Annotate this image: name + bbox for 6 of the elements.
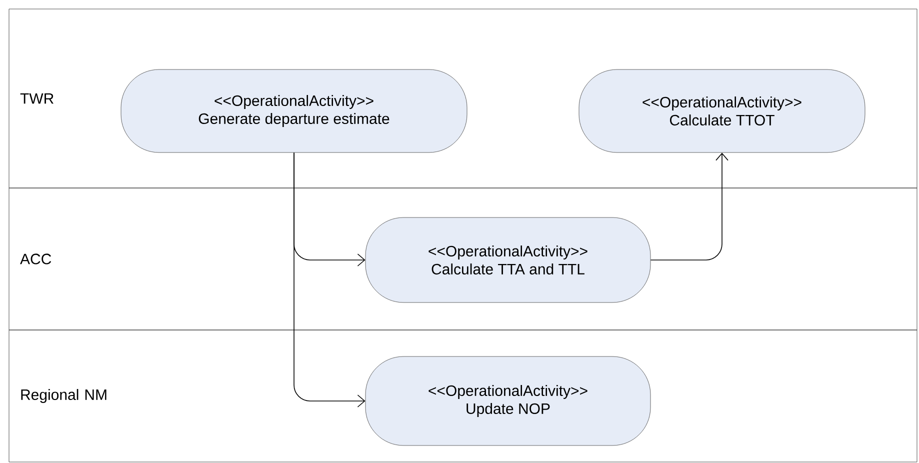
arrow: [650, 152, 728, 260]
activity-box: <<OperationalActivity>> Generate departure estimate: [120, 69, 468, 153]
activity-box: <<OperationalActivity>> Calculate TTOT: [578, 69, 866, 153]
activity-box: <<OperationalActivity>> Update NOP: [365, 356, 651, 446]
arrow: [294, 152, 366, 408]
activity-box: <<OperationalActivity>> Calculate TTA and TTL: [365, 217, 651, 303]
